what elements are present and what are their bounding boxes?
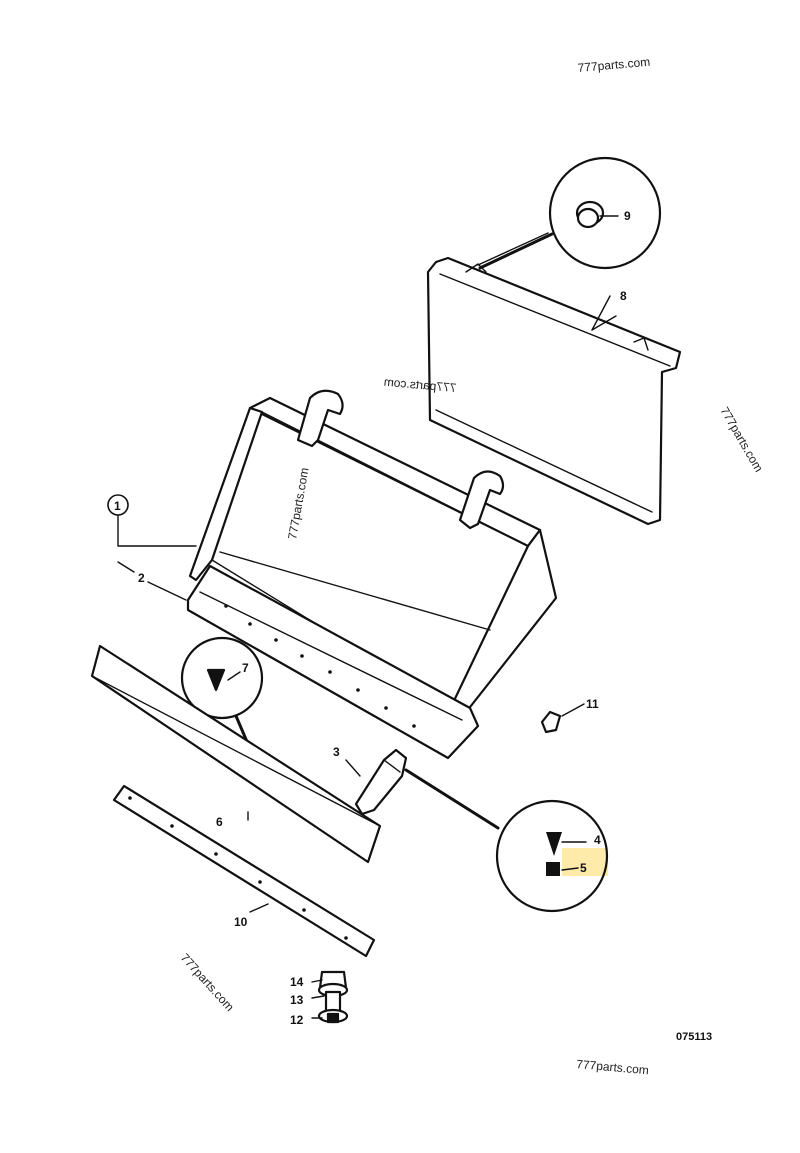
- callout-12: 12: [290, 1013, 304, 1027]
- callout-8: 8: [620, 289, 627, 303]
- bolt-stack-parts-12-13-14: [311, 970, 349, 1024]
- part-11: [540, 703, 585, 734]
- watermark-right: 777parts.com: [717, 405, 765, 475]
- detail-circle-parts-4-5: [495, 799, 609, 913]
- detail-circle-part-9: [477, 156, 662, 270]
- callout-7: 7: [242, 661, 249, 675]
- watermark-top: 777parts.com: [577, 55, 651, 75]
- plate-part-8: [426, 256, 682, 526]
- callout-1: 1: [114, 499, 121, 513]
- callout-9: 9: [624, 209, 631, 223]
- callout-11: 11: [586, 697, 599, 711]
- callout-13: 13: [290, 993, 304, 1007]
- callout-14: 14: [290, 975, 304, 989]
- leaders-1-2: [107, 295, 611, 913]
- watermark-bottom: 777parts.com: [576, 1057, 650, 1077]
- wear-bar-part-6: [90, 644, 382, 864]
- callout-5-highlight: [562, 848, 608, 876]
- cutting-edge-part-10: [112, 784, 376, 958]
- watermark-bucket: 777parts.com: [285, 466, 311, 540]
- callout-4: 4: [594, 833, 601, 847]
- callout-2: 2: [138, 571, 145, 585]
- watermark-bottom-left: 777parts.com: [178, 951, 237, 1014]
- watermark-mirrored: 777parts.com: [383, 375, 457, 395]
- bucket-part-2: [186, 389, 558, 760]
- callout-3: 3: [333, 745, 340, 759]
- tooth-part-3: [354, 748, 500, 830]
- callout-6: 6: [216, 815, 223, 829]
- drawing-code: 075113: [676, 1031, 712, 1043]
- callout-10: 10: [234, 915, 248, 929]
- callout-5: 5: [580, 861, 587, 875]
